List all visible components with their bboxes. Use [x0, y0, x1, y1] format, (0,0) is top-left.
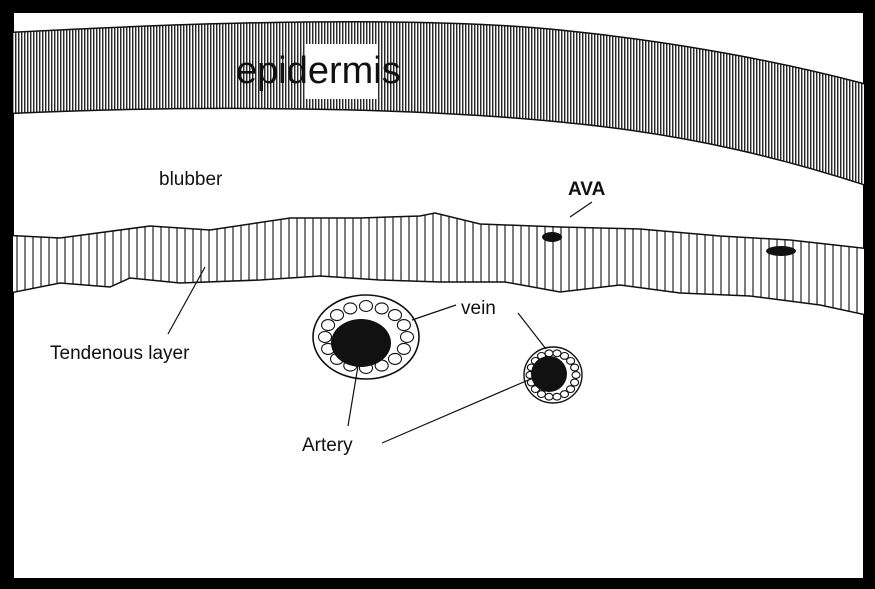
ava-vessel [542, 232, 562, 242]
epidermis-label: epidermis [236, 50, 401, 92]
vein-cell [397, 343, 410, 354]
vein-cell [561, 391, 569, 398]
vein-artery-small [524, 347, 582, 403]
vein-label: vein [461, 298, 496, 319]
vein-cell [331, 310, 344, 321]
vein-cell [571, 364, 579, 371]
vein-cell [389, 353, 402, 364]
vein-cell [389, 310, 402, 321]
vein-cell [545, 350, 553, 357]
artery-label: Artery [302, 435, 353, 456]
vein-cell [397, 320, 410, 331]
vein-cell [401, 332, 414, 343]
vein-cell [319, 332, 332, 343]
vein-cell [375, 303, 388, 314]
vein-cell [322, 320, 335, 331]
artery-lumen-small [531, 356, 567, 392]
vein-cell [553, 350, 561, 357]
vein-cell [545, 393, 553, 400]
vein-cell [567, 358, 575, 365]
vein-cell [572, 372, 580, 379]
tendenous-layer-label: Tendenous layer [50, 343, 190, 364]
vein-cell [360, 301, 373, 312]
vein-cell [553, 393, 561, 400]
ava-label: AVA [568, 179, 606, 200]
vein-artery-large [313, 295, 419, 379]
vein-cell [344, 303, 357, 314]
vein-cell [571, 379, 579, 386]
ava-vessel-secondary [766, 246, 796, 256]
artery-lumen-large [331, 319, 391, 367]
blubber-label: blubber [159, 169, 223, 190]
